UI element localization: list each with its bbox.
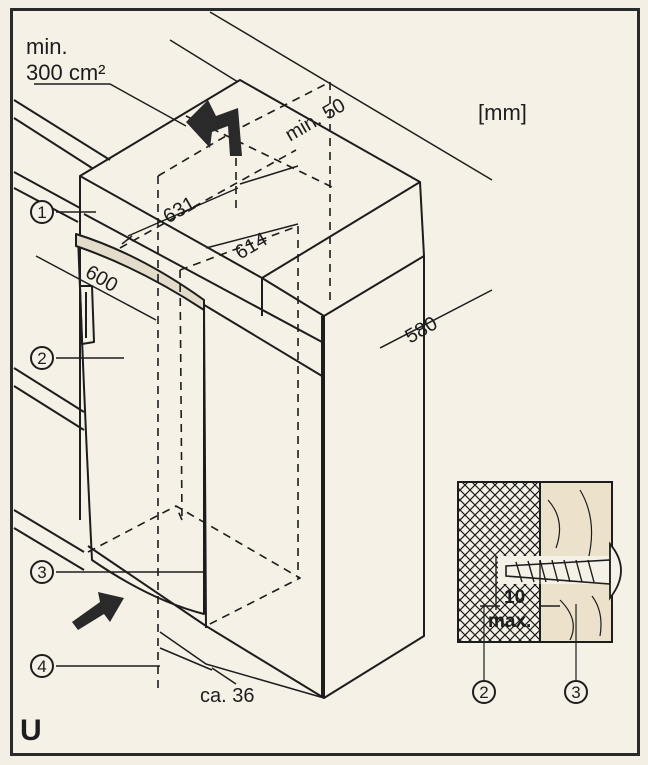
- cabinet-side-panel: [323, 255, 425, 699]
- min-clearance-value: 300 cm²: [26, 60, 106, 85]
- niche-dashed-outline: [87, 81, 335, 694]
- callout-2: 2: [30, 346, 54, 370]
- dimension-580: [379, 289, 493, 349]
- dimension-600: [35, 255, 157, 321]
- page-letter: U: [20, 714, 42, 747]
- unit-label: [mm]: [478, 100, 527, 125]
- dimension-label-ca36: ca. 36: [200, 685, 255, 707]
- vent-inlet-arrow: [72, 592, 124, 630]
- dimension-ca36: [159, 647, 213, 671]
- callout-4: 4: [30, 654, 54, 678]
- callout-3: 3: [30, 560, 54, 584]
- worktop-edge-line: [13, 117, 93, 169]
- min-clearance-label: min.: [26, 34, 68, 59]
- screw-detail-inset: [457, 481, 622, 680]
- vent-outlet-arrow: [186, 100, 242, 156]
- dimension-631: [127, 187, 239, 237]
- dimension-min50: [239, 165, 299, 185]
- door-handle: [79, 285, 95, 345]
- worktop-edge-line: [13, 99, 111, 161]
- detail-callout-2: 2: [472, 680, 496, 704]
- dimension-614: [205, 223, 299, 249]
- detail-max-label: max.: [488, 611, 532, 632]
- detail-callout-3: 3: [564, 680, 588, 704]
- callout-1: 1: [30, 200, 54, 224]
- detail-value: 10: [504, 587, 526, 608]
